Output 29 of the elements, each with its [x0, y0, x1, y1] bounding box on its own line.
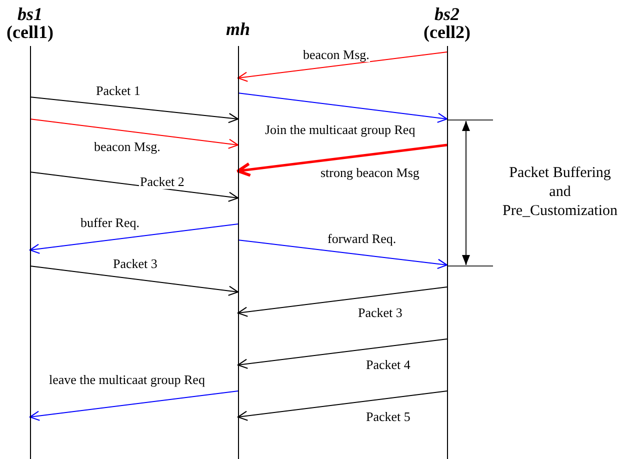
message-label: strong beacon Msg — [320, 166, 420, 180]
message-label: forward Req. — [326, 232, 398, 246]
message-label: Packet 3 — [112, 257, 158, 271]
message-label: buffer Req. — [80, 216, 140, 230]
annotation-text: Packet Buffering and Pre_Customization — [502, 164, 618, 221]
message-label: leave the multicaat group Req — [48, 373, 206, 387]
message-arrow — [237, 286, 448, 317]
participant-lifeline: bs2 (cell2) — [419, 5, 475, 459]
message-arrow — [238, 240, 448, 269]
participant-lifeline: mh — [223, 20, 253, 459]
message-label: Packet 4 — [365, 358, 412, 372]
message-arrow — [30, 118, 239, 149]
message-arrow — [236, 144, 448, 177]
message-label: Packet 1 — [95, 84, 142, 98]
message-arrow — [29, 224, 238, 254]
message-label: Packet 2 — [139, 175, 186, 189]
message-label: beacon Msg. — [93, 140, 162, 154]
message-arrow — [237, 52, 448, 82]
message-arrow — [29, 390, 238, 421]
message-label: Join the multicaat group Req — [264, 123, 416, 137]
message-label: beacon Msg. — [302, 48, 370, 62]
message-arrow — [30, 266, 239, 296]
message-arrow — [237, 390, 448, 421]
message-label: Packet 5 — [365, 410, 412, 424]
message-arrow — [238, 92, 448, 123]
message-arrow — [30, 96, 239, 124]
message-label: Packet 3 — [357, 306, 404, 320]
message-arrow — [237, 338, 448, 369]
message-arrow — [30, 172, 239, 202]
